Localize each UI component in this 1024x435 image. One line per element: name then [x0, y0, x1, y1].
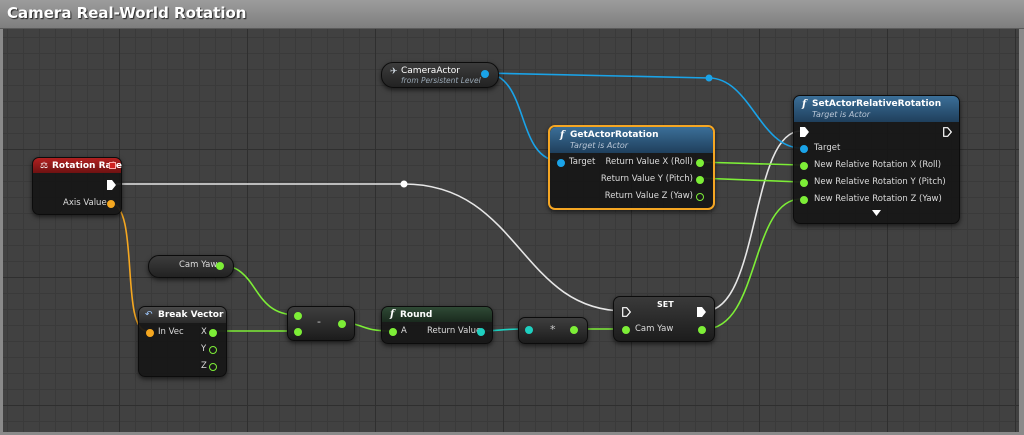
function-icon: f: [802, 99, 807, 110]
wire-reroute-knot: [400, 180, 408, 188]
exec-output-pin[interactable]: [943, 127, 952, 137]
pure-header: [139, 307, 226, 323]
target-input-pin[interactable]: [557, 159, 565, 167]
input-label: Target: [569, 157, 596, 167]
roll-input-pin[interactable]: [800, 162, 808, 170]
float-wire-set-to-yaw: [704, 198, 802, 330]
multiply-node[interactable]: *: [518, 317, 588, 344]
camera-actor-output-pin[interactable]: [481, 70, 489, 78]
function-header: [550, 127, 713, 153]
float-wire-roll: [697, 161, 802, 166]
node-subtitle: Target is Actor: [812, 110, 871, 119]
subtract-float-node[interactable]: -: [287, 306, 355, 341]
node-title: CameraActor: [401, 66, 461, 76]
result-output-pin[interactable]: [338, 320, 346, 328]
operator-symbol: *: [550, 323, 556, 336]
a-input-pin[interactable]: [525, 326, 533, 334]
cam-yaw-variable-getter[interactable]: Cam Yaw: [148, 255, 234, 278]
node-subtitle: from Persistent Level: [401, 76, 481, 85]
a-input-pin[interactable]: [294, 312, 302, 320]
exec-output-pin[interactable]: [697, 307, 706, 317]
node-title: SetActorRelativeRotation: [812, 99, 942, 109]
exec-wire-event-to-set: [116, 183, 626, 312]
z-output-pin[interactable]: [209, 363, 217, 371]
event-header: [33, 158, 121, 173]
axis-value-output-pin[interactable]: [107, 200, 115, 208]
camera-actor-reference-node[interactable]: ✈ CameraActor from Persistent Level: [381, 62, 499, 88]
exec-input-pin[interactable]: [800, 127, 809, 137]
target-input-pin[interactable]: [800, 145, 808, 153]
float-wire-pitch: [697, 177, 802, 183]
cam-yaw-input-pin[interactable]: [622, 326, 630, 334]
get-actor-rotation-node[interactable]: f GetActorRotation Target is Actor Targe…: [548, 125, 715, 210]
input-label: Target: [814, 143, 841, 153]
pitch-input-pin[interactable]: [800, 179, 808, 187]
output-label: Axis Value: [63, 198, 107, 208]
input-label: New Relative Rotation X (Roll): [814, 160, 942, 170]
delegate-pin-icon[interactable]: [109, 162, 116, 169]
node-title: Round: [400, 310, 433, 320]
input-label: New Relative Rotation Y (Pitch): [814, 177, 946, 187]
exec-wire-set-to-setrotation: [704, 130, 802, 312]
comment-box-header[interactable]: Camera Real-World Rotation: [0, 0, 1024, 29]
output-label: Z: [201, 361, 207, 371]
wire-reroute-knot-blue: [705, 74, 713, 82]
pure-function-header: [382, 307, 492, 322]
node-title: GetActorRotation: [570, 130, 659, 140]
input-label: New Relative Rotation Z (Yaw): [814, 194, 942, 204]
roll-output-pin[interactable]: [696, 159, 704, 167]
b-input-pin[interactable]: [294, 328, 302, 336]
x-output-pin[interactable]: [209, 329, 217, 337]
input-label: Cam Yaw: [635, 324, 674, 334]
node-title: Break Vector: [158, 310, 224, 320]
round-node[interactable]: f Round A Return Value: [381, 306, 493, 344]
exec-input-pin[interactable]: [622, 307, 631, 317]
input-label: A: [401, 326, 407, 336]
set-cam-yaw-node[interactable]: SET Cam Yaw: [613, 296, 715, 342]
variable-label: Cam Yaw: [179, 260, 218, 270]
function-icon: f: [390, 309, 395, 320]
cam-yaw-output-pin[interactable]: [216, 262, 224, 270]
a-input-pin[interactable]: [389, 328, 397, 336]
break-vector-node[interactable]: ↶ Break Vector In Vec X Y Z: [138, 306, 227, 377]
object-wire-camera-to-set-target: [483, 72, 802, 149]
node-subtitle: Target is Actor: [570, 141, 629, 150]
set-actor-relative-rotation-node[interactable]: f SetActorRelativeRotation Target is Act…: [793, 95, 960, 224]
result-output-pin[interactable]: [570, 326, 578, 334]
input-label: In Vec: [158, 327, 184, 337]
node-title: SET: [657, 300, 674, 309]
break-struct-icon: ↶: [145, 310, 153, 320]
function-header: [794, 96, 959, 122]
output-label: X: [201, 327, 207, 337]
output-label: Return Value Z (Yaw): [604, 191, 693, 201]
exec-output-pin[interactable]: [107, 180, 116, 190]
in-vec-input-pin[interactable]: [146, 329, 154, 337]
operator-symbol: -: [317, 315, 321, 328]
expand-pins-icon[interactable]: [872, 210, 881, 217]
output-label: Return Value X (Roll): [605, 157, 693, 167]
output-label: Return Value Y (Pitch): [600, 174, 693, 184]
node-title: Rotation Rate: [52, 161, 123, 171]
return-value-output-pin[interactable]: [477, 328, 485, 336]
pitch-output-pin[interactable]: [696, 176, 704, 184]
axis-event-icon: ⚖: [40, 161, 49, 171]
function-icon: f: [560, 130, 565, 141]
output-label: Y: [201, 344, 207, 354]
yaw-input-pin[interactable]: [800, 196, 808, 204]
output-label: Return Value: [427, 326, 482, 336]
comment-title: Camera Real-World Rotation: [7, 4, 247, 22]
y-output-pin[interactable]: [209, 346, 217, 354]
yaw-output-pin[interactable]: [696, 193, 704, 201]
cam-yaw-output-pin[interactable]: [698, 326, 706, 334]
rotation-rate-event-node[interactable]: ⚖ Rotation Rate Axis Value: [32, 157, 122, 215]
actor-icon: ✈: [390, 67, 398, 77]
